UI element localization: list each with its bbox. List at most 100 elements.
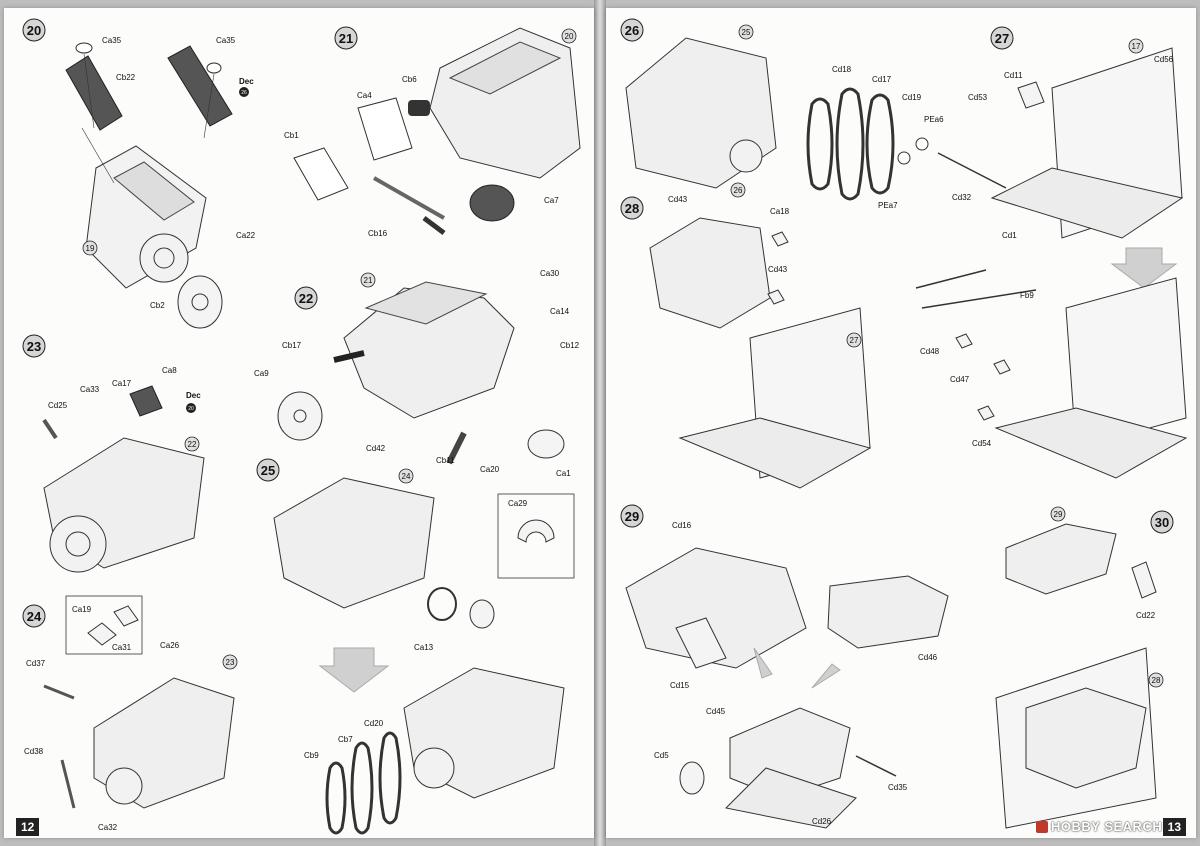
part-label: Ca9	[254, 369, 269, 378]
step-21: 21 20 Ca4 Cb6 Cb1 Ca7 Cb16	[284, 26, 581, 238]
part-label: Ca19	[72, 605, 92, 614]
belt-part	[325, 761, 347, 835]
step-29: 29 Cd16 Cd15 Cd46 Cd45 Cd5 Cd35 Cd26	[620, 504, 949, 829]
part-label: Ca30	[540, 269, 560, 278]
part-label: Ca1	[556, 469, 571, 478]
part-label: PEa6	[924, 115, 944, 124]
part-label: Cd45	[706, 707, 726, 716]
part-label: Cd1	[1002, 231, 1017, 240]
cap-part	[206, 62, 222, 74]
cap-part	[75, 42, 93, 54]
part-label: PEa7	[878, 201, 898, 210]
part-label: Cd15	[670, 681, 690, 690]
part-label: Cd56	[1154, 55, 1174, 64]
plate-part	[293, 147, 349, 201]
hobby-search-logo-icon	[1036, 821, 1048, 833]
step-number: 29	[625, 509, 639, 524]
ref-number: 22	[188, 440, 197, 449]
step-number: 24	[27, 609, 42, 624]
pulley-assembly	[49, 515, 107, 573]
part-label: Cb6	[402, 75, 417, 84]
decal-label: Dec	[186, 391, 201, 400]
part-label: Cd53	[968, 93, 988, 102]
engine-top	[113, 161, 195, 221]
belt-part	[350, 741, 374, 835]
part-label: Cd32	[952, 193, 972, 202]
fan-pulley-part	[277, 391, 323, 441]
step-number: 21	[339, 31, 353, 46]
belt-part	[378, 731, 402, 825]
ref-number: 19	[86, 244, 95, 253]
ref-number: 29	[1054, 510, 1063, 519]
right-page-illustrations: 26 25 Cd18 Cd17 Cd19 PEa6 PEa7 27	[620, 18, 1188, 829]
part-label: Cd22	[1136, 611, 1156, 620]
part-label: Ca26	[160, 641, 180, 650]
part-label: Cd37	[26, 659, 46, 668]
hull-floor	[678, 417, 872, 489]
manual-page-right: 26 25 Cd18 Cd17 Cd19 PEa6 PEa7 27	[606, 8, 1196, 838]
step-number: 22	[299, 291, 313, 306]
starter-part	[129, 385, 163, 417]
part-label: Ca7	[544, 196, 559, 205]
pipe-part	[60, 759, 76, 809]
part-label: Cd11	[1004, 71, 1023, 80]
part-label: Cd48	[920, 347, 940, 356]
oil-filter-part	[527, 429, 565, 459]
ref-number: 28	[1152, 676, 1161, 685]
pipe-part	[42, 418, 58, 440]
ref-number: 26	[734, 186, 743, 195]
part-label: Cd19	[902, 93, 922, 102]
manual-page-left: 20 19 Ca35 Ca35 Cb22	[4, 8, 594, 838]
decal-number: 20	[188, 406, 194, 412]
part-label: Ca8	[162, 366, 177, 375]
hull-floor	[994, 407, 1188, 479]
part-label: Cd43	[668, 195, 688, 204]
shaft-part	[446, 431, 467, 465]
belt-part	[806, 97, 834, 191]
belt-part	[865, 93, 895, 195]
step-number: 30	[1155, 515, 1169, 530]
part-label: Cb2	[150, 301, 165, 310]
part-label: Ca29	[508, 499, 528, 508]
part-label: Cd18	[832, 65, 852, 74]
flywheel-hub	[153, 247, 175, 269]
part-label: Cb17	[282, 341, 302, 350]
step-23: 23 22 Ca8 Ca17 Ca33 Cd25 Dec 20	[22, 334, 205, 573]
rod-part	[937, 152, 1007, 189]
ref-number: 21	[364, 276, 373, 285]
part-label: Cd26	[812, 817, 832, 826]
part-label: Cb1	[284, 131, 299, 140]
step-number: 27	[995, 31, 1009, 46]
part-label: Cd25	[48, 401, 68, 410]
hose-part	[333, 350, 365, 363]
step-number: 28	[625, 201, 639, 216]
step-20: 20 19 Ca35 Ca35 Cb22	[22, 18, 256, 329]
valve-cover-left	[65, 55, 123, 131]
step-30: 30 29 28 Cd22	[995, 506, 1174, 829]
washer-part	[915, 137, 929, 151]
pulley-part	[469, 599, 495, 629]
left-page-illustrations: 20 19 Ca35 Ca35 Cb22	[22, 18, 581, 835]
belt-part	[835, 87, 865, 201]
hobby-search-watermark: HOBBY SEARCH	[1036, 819, 1162, 834]
pipe-part	[43, 684, 75, 700]
engine-25-upper	[273, 477, 435, 609]
part-label: Cd42	[366, 444, 386, 453]
part-label: Cb12	[560, 341, 580, 350]
book-gutter	[594, 0, 606, 846]
part-label: Ca13	[414, 643, 434, 652]
part-label: Ca22	[236, 231, 256, 240]
decal-label: Dec	[239, 77, 254, 86]
part-label: Ca35	[102, 36, 122, 45]
part-label: Ca18	[770, 207, 790, 216]
detail-inset	[65, 595, 143, 655]
frame-part	[915, 269, 987, 289]
hull-wall	[1065, 277, 1187, 449]
part-label: Ca4	[357, 91, 372, 100]
valve-cover-right	[167, 45, 233, 127]
engine-28	[649, 217, 771, 329]
part-label: Cd54	[972, 439, 992, 448]
part-label: Cd20	[364, 719, 384, 728]
step-number: 23	[27, 339, 41, 354]
